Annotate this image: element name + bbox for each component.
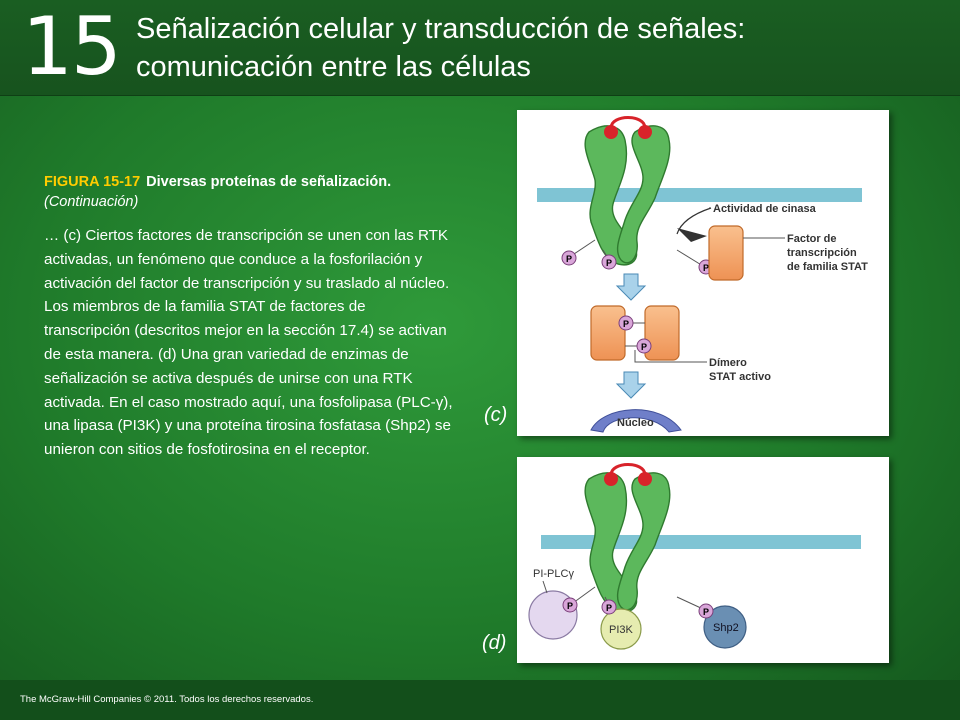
dimer-label-1: Dímero [709, 357, 747, 369]
panel-label-c: (c) [484, 404, 508, 426]
figure-heading: FIGURA 15-17 Diversas proteínas de señali… [44, 172, 454, 192]
plc-gamma-label: PI-PLCγ [533, 568, 574, 580]
receptor-monomer-left [584, 125, 638, 266]
copyright-text: The McGraw-Hill Companies © 2011. Todos … [20, 694, 314, 705]
figure-title: Diversas proteínas de señalización. [146, 174, 392, 190]
dimer-label-2: STAT activo [709, 371, 771, 383]
phosphate-label: P [606, 603, 612, 613]
down-arrow [615, 273, 647, 301]
pi3k-enzyme [600, 608, 642, 650]
pi3k-label: PI3K [609, 624, 634, 636]
slide-title: Señalización celular y transducción de s… [136, 10, 745, 86]
stat-dimer-left [590, 305, 626, 361]
shp2-label: Shp2 [713, 622, 739, 634]
stat-dimer-right [644, 305, 680, 361]
figure-continuation: (Continuación) [44, 194, 139, 210]
phosphate-group: P [561, 250, 577, 266]
phosphate-group: P [698, 603, 714, 619]
phosphate-label: P [606, 258, 612, 268]
panel-label-d: (d) [482, 632, 507, 654]
stat-factor [708, 225, 744, 281]
slide-footer: The McGraw-Hill Companies © 2011. Todos … [0, 680, 960, 720]
phosphate-group: P [618, 315, 634, 331]
phosphate-label: P [566, 254, 572, 264]
ligand-right [638, 472, 652, 486]
title-line-2: comunicación entre las células [136, 51, 531, 83]
phosphate-label: P [567, 601, 573, 611]
stat-factor-label-1: Factor de [787, 233, 837, 245]
figure-caption: FIGURA 15-17 Diversas proteínas de señali… [44, 172, 454, 462]
ligand-bridge [609, 116, 647, 129]
ligand-left [604, 472, 618, 486]
nucleus-label: Núcleo [617, 417, 654, 429]
ligand-left [604, 125, 618, 139]
receptor-monomer-right [616, 472, 671, 611]
shp2-enzyme [703, 605, 747, 649]
phosphate-label: P [703, 263, 709, 273]
receptor-monomer-right [616, 125, 671, 264]
phosphate-group: P [601, 254, 617, 270]
phosphate-label: P [641, 342, 647, 352]
diagram-panel-d: PI-PLCγ P PI3K P Shp2 P [517, 457, 889, 663]
nucleus-membrane [590, 409, 682, 433]
figure-label: FIGURA 15-17 [44, 174, 141, 190]
kinase-activity-label: Actividad de cinasa [713, 203, 817, 215]
phosphate-label: P [703, 607, 709, 617]
stat-factor-label-3: de familia STAT [787, 261, 868, 273]
slide-header: 15 Señalización celular y transducción d… [0, 0, 960, 96]
stat-factor-label-2: transcripción [787, 247, 857, 259]
kinase-arrow-head [677, 228, 707, 242]
diagram-d-svg: PI-PLCγ P PI3K P Shp2 P [528, 463, 861, 650]
cell-membrane [541, 535, 861, 549]
down-arrow [615, 371, 647, 399]
phosphate-group: P [562, 597, 578, 613]
diagram-c-svg: P P P Actividad de cinasa Factor de tran… [537, 116, 868, 433]
ligand-bridge [609, 463, 647, 476]
phosphate-label: P [623, 319, 629, 329]
diagram-panel-c: P P P Actividad de cinasa Factor de tran… [517, 110, 889, 436]
chapter-number: 15 [22, 0, 122, 93]
cell-membrane [537, 188, 862, 202]
ligand-right [638, 125, 652, 139]
phosphate-group: P [601, 599, 617, 615]
title-line-1: Señalización celular y transducción de s… [136, 13, 746, 45]
caption-body: … (c) Ciertos factores de transcripción … [44, 227, 453, 459]
receptor-monomer-left [584, 472, 638, 613]
phosphate-group: P [636, 338, 652, 354]
